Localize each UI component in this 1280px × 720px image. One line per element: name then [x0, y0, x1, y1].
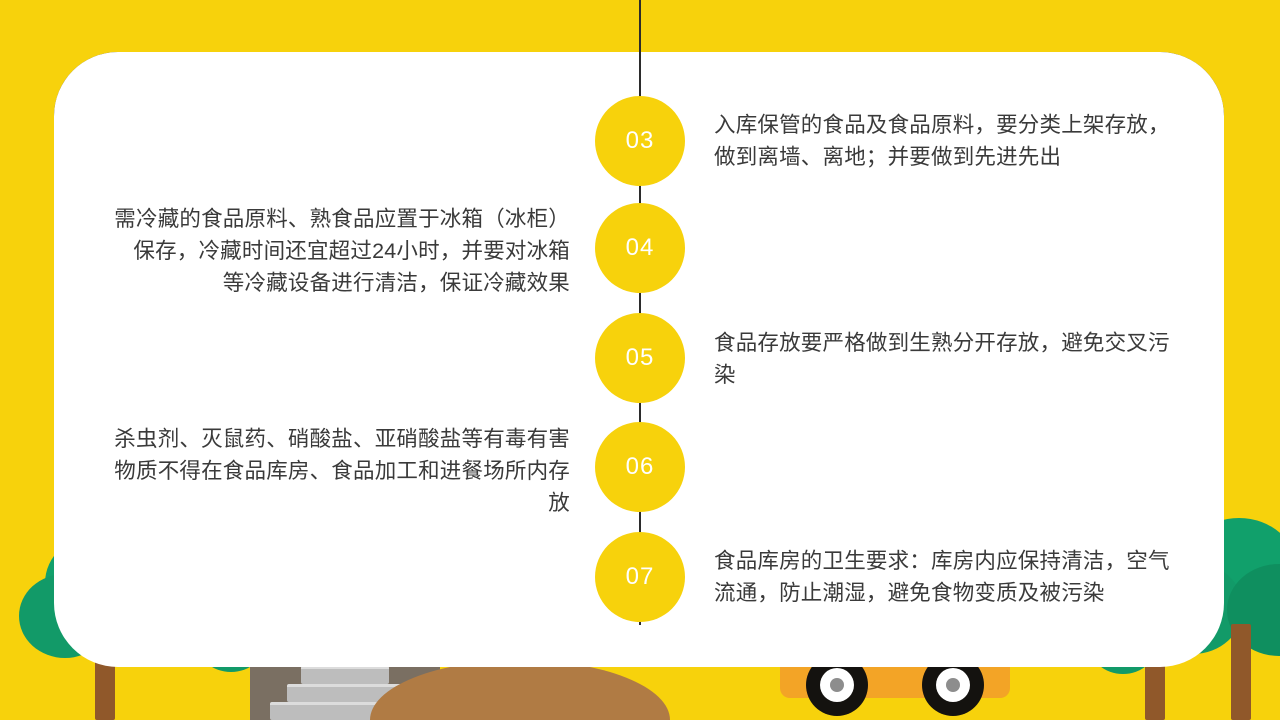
timeline-node-number: 05	[625, 344, 655, 371]
timeline-text-04: 需冷藏的食品原料、熟食品应置于冰箱（冰柜）保存，冷藏时间还宜超过24小时，并要对…	[114, 207, 570, 295]
timeline-node-03[interactable]: 03	[595, 96, 685, 186]
timeline-text-05: 食品存放要严格做到生熟分开存放，避免交叉污染	[714, 331, 1170, 387]
timeline-node-05[interactable]: 05	[595, 313, 685, 403]
timeline-text-06: 杀虫剂、灭鼠药、硝酸盐、亚硝酸盐等有毒有害物质不得在食品库房、食品加工和进餐场所…	[114, 427, 570, 515]
timeline-node-07[interactable]: 07	[595, 532, 685, 622]
timeline-node-number: 03	[625, 127, 655, 154]
timeline-node-number: 07	[625, 563, 655, 590]
timeline-node-04[interactable]: 04	[595, 203, 685, 293]
timeline-node-number: 06	[625, 453, 655, 480]
timeline-spine	[639, 0, 641, 625]
timeline-node-number: 04	[625, 234, 655, 261]
timeline-text-03: 入库保管的食品及食品原料，要分类上架存放，做到离墙、离地；并要做到先进先出	[714, 113, 1170, 169]
timeline-text-07: 食品库房的卫生要求：库房内应保持清洁，空气流通，防止潮湿，避免食物变质及被污染	[714, 549, 1170, 605]
timeline-node-06[interactable]: 06	[595, 422, 685, 512]
